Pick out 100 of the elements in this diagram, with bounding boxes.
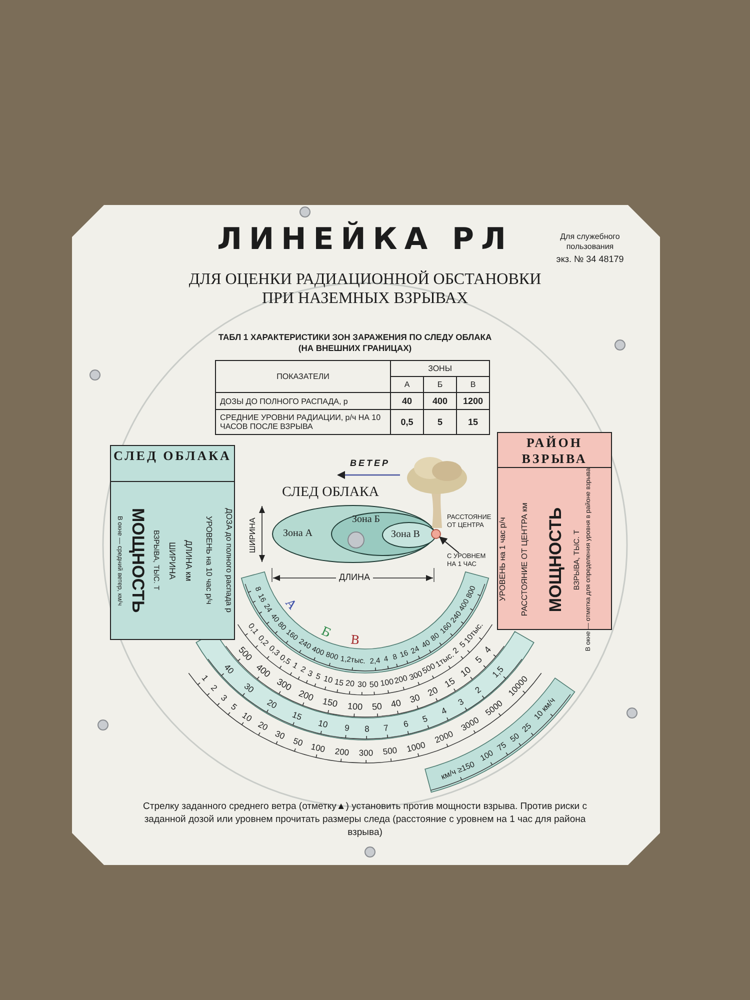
scale-number: 1	[200, 674, 210, 683]
zone-name: Зона Б	[352, 514, 380, 525]
scale-number: 30	[242, 682, 256, 694]
scale-number: 15	[290, 710, 303, 722]
table-value: 1200	[456, 392, 490, 410]
scale-number: 30	[408, 693, 422, 705]
scale-number: 10	[459, 664, 473, 678]
scale-number: 10	[322, 674, 333, 685]
scale-number: 10	[241, 710, 254, 723]
table-heading: ЗОНЫ	[390, 360, 490, 376]
column-heading: УРОВЕНЬ на 1 час р/ч	[498, 516, 508, 604]
subtitle: ДЛЯ ОЦЕНКИ РАДИАЦИОННОЙ ОБСТАНОВКИ ПРИ НАЗЕМНЫХ ВЗРЫВАХ	[188, 270, 542, 308]
column-heading: ДОЗА до полного распада р	[224, 507, 234, 615]
scale-number: 300	[408, 669, 424, 682]
scale-number: 400	[254, 663, 272, 680]
scale-number: 1000	[406, 740, 426, 754]
scale-number: 100	[346, 702, 363, 712]
scale-number: 40	[390, 698, 402, 710]
instruction-text: Стрелку заданного среднего ветра (отметку▲) установить против мощности взрыва. Против риски с заданной дозой или уровнем прочитать размеры следа (расстояние с уровнем на 1 час для района взрыва)	[142, 800, 588, 839]
scale-number: 0,5	[278, 654, 292, 667]
scale-number: 75	[496, 741, 508, 753]
scale-number: 3	[306, 669, 314, 678]
scale-number: 150	[322, 697, 338, 710]
scale-number: 20	[346, 680, 356, 689]
scale-number: 5	[458, 640, 467, 650]
scale-number: 20	[266, 698, 278, 710]
scale-number: 20	[257, 720, 270, 732]
scale-number: 3	[457, 696, 466, 707]
zone-letter: В	[350, 633, 360, 646]
scale-number: 200	[394, 674, 409, 686]
row-heading: СРЕДНИЕ УРОВНИ РАДИАЦИИ, р/ч НА 10 ЧАСОВ ПОСЛЕ ВЗРЫВА	[216, 410, 390, 434]
zone-letter: Б	[320, 624, 333, 640]
scale-number: 8	[364, 724, 369, 734]
scale-number: 7	[384, 723, 390, 732]
scale-number: 100	[380, 678, 394, 688]
scale-number: 200	[298, 689, 315, 703]
scale-number: 300	[358, 748, 374, 758]
table-value: 40	[390, 392, 424, 410]
dimension-label: ДЛИНА	[336, 572, 373, 582]
table-value: 0,5	[390, 410, 424, 434]
panel-heading: РАЙОН ВЗРЫВА	[498, 433, 611, 468]
scale-number: 3	[220, 693, 229, 703]
scale-number: 2	[473, 685, 482, 696]
scale-number: 2000	[434, 730, 454, 745]
scale-number: 15	[444, 676, 457, 690]
scale-number: 50	[369, 680, 378, 689]
scale-number: 50	[508, 732, 521, 744]
title: ЛИНЕЙКА РЛ	[216, 222, 514, 257]
column-heading: ДЛИНА км	[182, 538, 193, 584]
diagram-heading: СЛЕД ОБЛАКА	[282, 485, 379, 501]
table-title: ТАБЛ 1 ХАРАКТЕРИСТИКИ ЗОН ЗАРАЖЕНИЯ ПО СЛЕДУ ОБЛАКА (НА ВНЕШНИХ ГРАНИЦАХ)	[217, 332, 493, 354]
zone-ellipse	[382, 522, 436, 548]
scale-number: 200	[334, 746, 350, 757]
panel-heading: СЛЕД ОБЛАКА	[111, 446, 234, 482]
table-value: 400	[424, 392, 456, 410]
scale-number: 1	[291, 662, 300, 671]
scale-number: 3000	[460, 716, 481, 733]
scale-number: 50	[292, 736, 304, 748]
scale-number: 20	[426, 686, 440, 698]
scale-number: 5	[314, 672, 322, 682]
panel-title: МОЩНОСТЬ	[546, 506, 566, 614]
zone-letter: А	[283, 597, 298, 612]
column-heading: ШИРИНА	[166, 540, 176, 582]
scale-number: 10	[317, 718, 329, 730]
table-value: 5	[424, 410, 456, 434]
scale-number: 10 км/ч	[533, 696, 558, 722]
scale-number: 4	[440, 706, 448, 716]
scale-number: 40	[222, 662, 236, 676]
scale-number: 500	[382, 746, 398, 757]
table-heading: Б	[424, 376, 456, 392]
table-heading: В	[456, 376, 490, 392]
arrow	[439, 536, 460, 554]
dimension-label: ШИРИНА	[248, 516, 258, 555]
scale-number: 100	[310, 742, 326, 754]
table-value: 15	[456, 410, 490, 434]
scale-number: 2	[298, 666, 306, 675]
column-heading: УРОВЕНЬ на 10 час р/ч	[203, 515, 214, 607]
column-heading: РАССТОЯНИЕ ОТ ЦЕНТРА км	[520, 502, 530, 618]
scale-number: 5	[230, 702, 239, 712]
table-heading: ПОКАЗАТЕЛИ	[216, 360, 390, 392]
panel-title: МОЩНОСТЬ	[128, 507, 148, 615]
zone-name: Зона В	[391, 529, 420, 540]
scale-number: 25	[520, 722, 533, 734]
scale-number: 30	[358, 680, 367, 690]
wind-label: ВЕТЕР	[350, 458, 390, 468]
scale-number: 6	[402, 720, 410, 729]
scale-number: км/ч ≥150	[440, 760, 476, 782]
scale-number: 5	[474, 655, 484, 666]
scale-number: 1,5	[491, 664, 506, 679]
scale-number: 100	[479, 749, 495, 763]
row-heading: ДОЗЫ ДО ПОЛНОГО РАСПАДА, р	[216, 392, 390, 410]
scale-panel	[110, 445, 235, 640]
scale-number: 15	[334, 678, 344, 688]
scale-number: 9	[344, 724, 350, 733]
table-heading: А	[390, 376, 424, 392]
scale-number: 500	[421, 662, 437, 676]
scale-number: 50	[372, 702, 382, 712]
scale-number: 0,1	[246, 622, 260, 636]
stamp-text: Для служебного пользования	[559, 232, 621, 252]
scale-number: 30	[274, 729, 286, 741]
